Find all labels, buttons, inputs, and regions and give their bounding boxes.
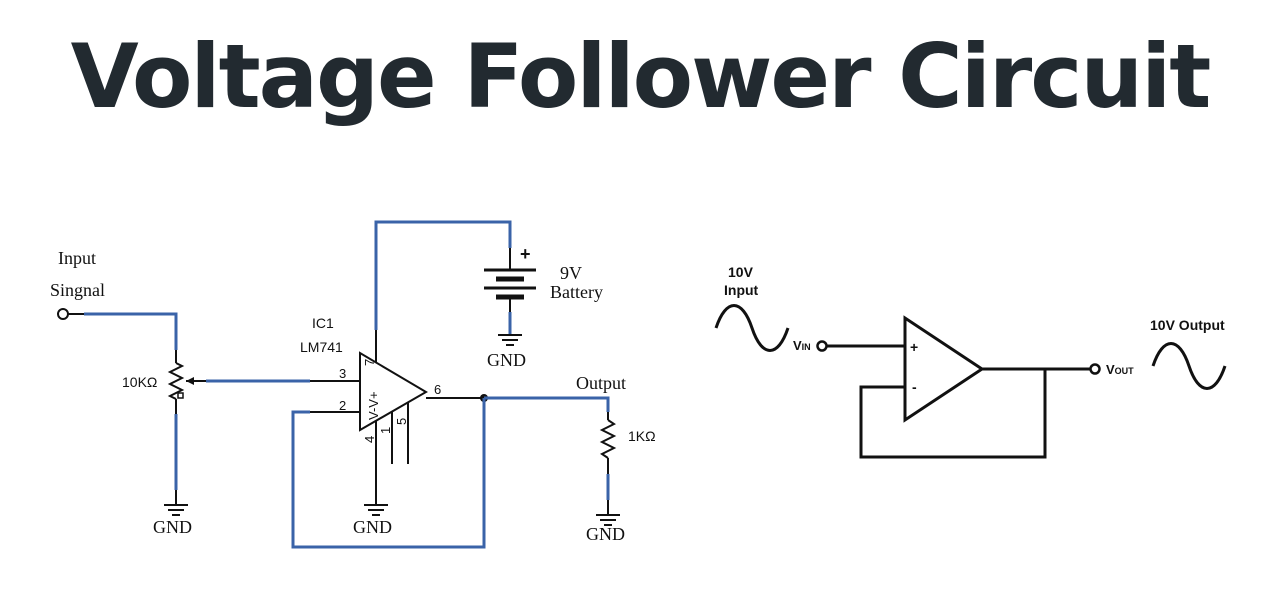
- input-label-line1: Input: [58, 248, 96, 268]
- opamp-symbol: [903, 315, 985, 423]
- gnd-label-load: GND: [586, 524, 625, 544]
- output-sine-wave: [1151, 342, 1227, 390]
- input-terminal: [57, 308, 69, 320]
- vout-label: VOUT: [1106, 362, 1134, 377]
- vout-subscript: OUT: [1115, 366, 1135, 376]
- ic-part-label: LM741: [300, 339, 343, 355]
- battery-label: Battery: [550, 282, 603, 302]
- inverting-minus: -: [912, 379, 917, 395]
- ground-symbol-battery: [498, 334, 522, 346]
- ground-symbol-ic: [364, 504, 388, 516]
- supply-wire: [374, 220, 512, 290]
- input-label: Input: [724, 282, 759, 298]
- feedback-wire: [291, 398, 486, 549]
- battery-plus-sign: +: [520, 244, 531, 264]
- input-amplitude-label: 10V: [728, 264, 754, 280]
- wiper-arrow: [186, 377, 194, 385]
- right-schematic: 10V Input VIN + - VOUT 10V Output: [714, 264, 1227, 459]
- gnd-label-pot: GND: [153, 517, 192, 537]
- vout-terminal: [1089, 363, 1101, 375]
- output-amplitude-label: 10V Output: [1150, 317, 1225, 333]
- input-wire: [84, 312, 178, 350]
- battery-value-label: 9V: [560, 263, 582, 283]
- load-value-label: 1KΩ: [628, 428, 656, 444]
- ic-reference-label: IC1: [312, 315, 334, 331]
- output-wire: [484, 396, 610, 412]
- vout-main: V: [1106, 362, 1115, 377]
- vin-terminal: [816, 340, 828, 352]
- ground-symbol-pot: [164, 504, 188, 516]
- left-schematic: Input Singnal 10KΩ IC1 LM741 7 3 2 6 4 1…: [50, 220, 656, 549]
- vin-main: V: [793, 338, 802, 353]
- input-label-line2: Singnal: [50, 280, 105, 300]
- feedback-loop: [859, 369, 1047, 459]
- opamp-lm741: [359, 351, 428, 432]
- pot-value-label: 10KΩ: [122, 374, 157, 390]
- pin-7-label: 7: [362, 359, 377, 366]
- gnd-label-battery: GND: [487, 350, 526, 370]
- input-sine-wave: [714, 304, 790, 352]
- output-label: Output: [576, 373, 626, 393]
- opamp-supply-text: V-V+: [366, 391, 381, 420]
- gnd-label-ic: GND: [353, 517, 392, 537]
- pin-5-label: 5: [394, 418, 409, 425]
- pin-3-label: 3: [339, 366, 346, 381]
- battery-9v: [484, 268, 536, 300]
- pin-6-label: 6: [434, 382, 441, 397]
- ground-symbol-load: [596, 514, 620, 526]
- potentiometer: [167, 362, 185, 400]
- pin-1-label: 1: [378, 427, 393, 434]
- vin-label: VIN: [793, 338, 811, 353]
- page-title: Voltage Follower Circuit: [70, 25, 1212, 128]
- pin-2-label: 2: [339, 398, 346, 413]
- load-resistor: [599, 419, 617, 459]
- pin-4-label: 4: [362, 436, 377, 443]
- noninverting-plus: +: [910, 339, 918, 355]
- vin-subscript: IN: [802, 342, 811, 352]
